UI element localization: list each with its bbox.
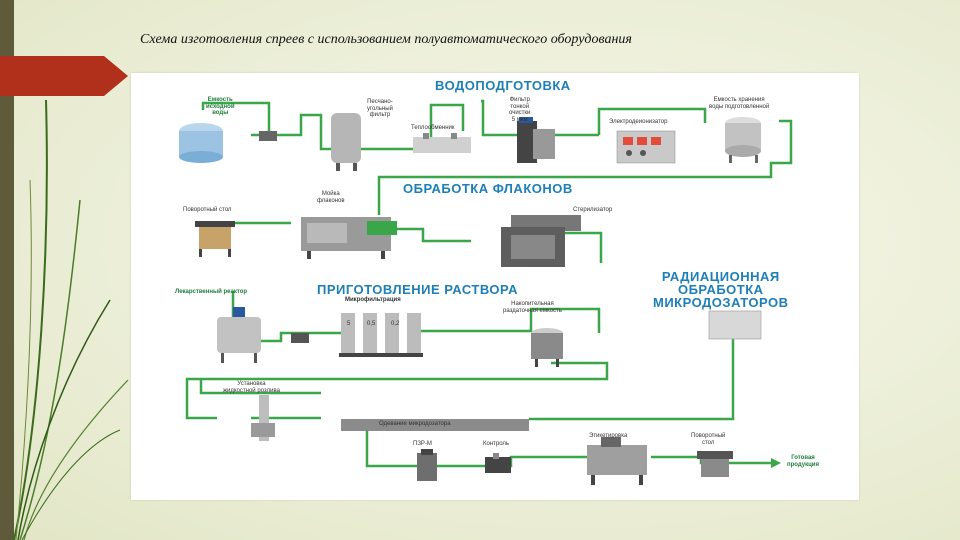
sterilizer-icon (501, 215, 581, 267)
filling-unit-icon (251, 395, 275, 441)
label-dispenser-assembly: Одевание микродозатора (379, 421, 451, 427)
label-sand-coal-filter: Песчано- угольный фильтр (367, 99, 393, 118)
label-filling-unit: Установка жидкостной розлива (223, 381, 280, 394)
radiation-box-icon (708, 310, 762, 340)
prepared-water-tank-icon (725, 117, 761, 163)
pipe-lines (185, 99, 793, 468)
label-drug-reactor: Лекарственный реактор (175, 289, 248, 295)
section-bottle-treatment: ОБРАБОТКА ФЛАКОНОВ (403, 181, 573, 196)
title-accent-arrow (0, 56, 128, 96)
heat-exchanger-icon (413, 133, 471, 153)
diagram-drawing (179, 99, 793, 485)
bottle-washer-icon (301, 217, 397, 259)
sand-filter-icon (331, 113, 361, 171)
labeling-machine-icon (587, 437, 647, 485)
microfiltration-icon (339, 313, 423, 357)
pump-icon (291, 333, 309, 343)
label-bottle-washer: Мойка флаконов (317, 191, 345, 204)
section-water-treatment: ВОДОПОДГОТОВКА (435, 78, 571, 93)
source-water-tank-icon (179, 123, 223, 163)
pump-icon (259, 131, 277, 141)
label-heat-exchanger: Теплообменник (411, 125, 455, 131)
label-electrodeionizer: Электродеионизатор (609, 119, 668, 125)
label-microfiltration: Микрофильтрация (345, 297, 401, 303)
grass-decoration (13, 99, 129, 540)
slide-title: Схема изготовления спреев с использовани… (140, 32, 632, 47)
label-sterilizer: Стерилизатор (573, 207, 613, 213)
label-source-water-tank: Емкость исходной воды (206, 97, 235, 116)
label-finished-product: Готовая продукция (787, 455, 819, 468)
label-filter-05: 0,5 (367, 321, 376, 327)
label-control: Контроль (483, 441, 510, 447)
label-filter-5: 5 (347, 321, 351, 327)
label-pzr-m: ПЗР-М (413, 441, 432, 447)
electrodeionizer-icon (616, 130, 676, 164)
label-fine-filter: Фильтр тонкой очистки 5 мкм (509, 97, 531, 123)
pzr-m-icon (417, 449, 437, 481)
label-labeling: Этикетировка (589, 433, 628, 439)
fine-filter-icon (517, 117, 555, 163)
control-icon (485, 453, 511, 473)
rotary-table-2-icon (697, 451, 733, 477)
label-filter-02: 0,2 (391, 321, 400, 327)
process-diagram: ВОДОПОДГОТОВКА ОБРАБОТКА ФЛАКОНОВ ПРИГОТ… (131, 73, 859, 500)
assembly-conveyor (341, 419, 529, 431)
drug-reactor-icon (217, 307, 261, 363)
final-arrow (771, 458, 781, 468)
label-storage-tank: Накопительная раздаточная емкость (503, 301, 562, 314)
label-rotary-table-2: Поворотный стол (691, 433, 726, 446)
section-radiation-processing: РАДИАЦИОННАЯ ОБРАБОТКА МИКРОДОЗАТОРОВ (653, 269, 789, 310)
section-solution-preparation: ПРИГОТОВЛЕНИЕ РАСТВОРА (317, 282, 518, 297)
storage-tank-icon (531, 328, 563, 367)
label-rotary-table: Поворотный стол (183, 207, 232, 213)
rotary-table-icon (195, 221, 235, 257)
slide-left-bar (0, 0, 14, 540)
label-prepared-water-tank: Емкость хранения воды подготовленной (709, 97, 770, 110)
